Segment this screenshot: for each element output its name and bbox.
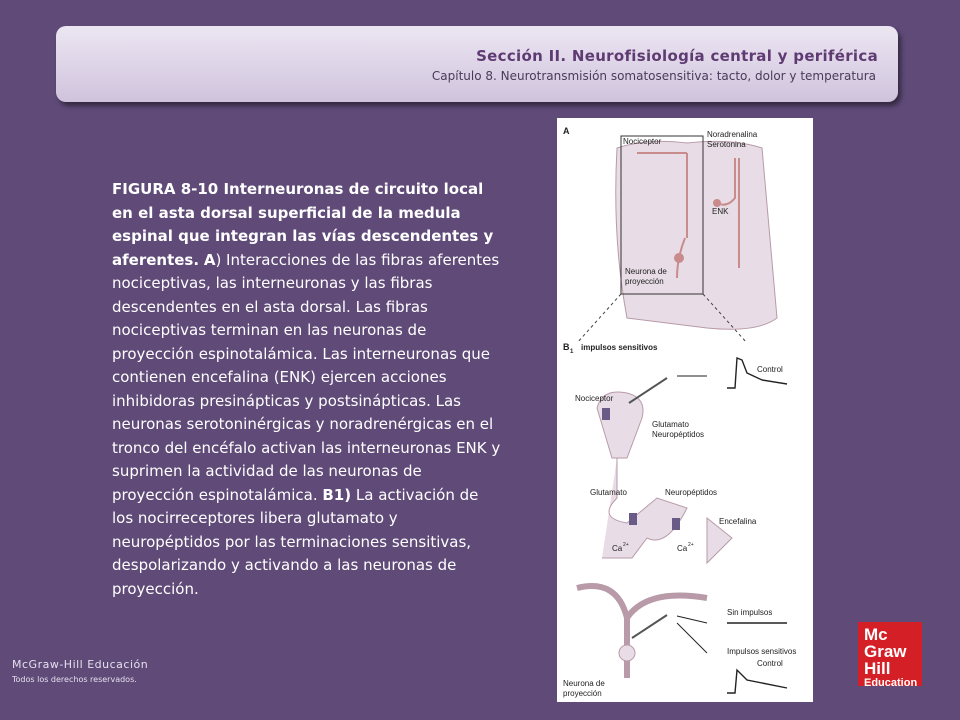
label-encefalina: Encefalina bbox=[719, 517, 757, 526]
label-serotonina: Serotonina bbox=[707, 140, 746, 149]
electrode-2 bbox=[631, 614, 668, 639]
label-neuropeptidos-1: Neuropéptidos bbox=[652, 430, 704, 439]
enk-neuron bbox=[713, 199, 721, 207]
dorsal-horn-tissue bbox=[615, 140, 778, 330]
header-bar bbox=[56, 26, 898, 102]
label-panel-b: B bbox=[563, 342, 570, 352]
caption-a-text: ) Interacciones de las fibras aferentes … bbox=[112, 250, 501, 504]
electrode-1 bbox=[628, 377, 668, 404]
label-neuropeptidos-2: Neuropéptidos bbox=[665, 488, 717, 497]
receptor-3 bbox=[672, 518, 680, 530]
encefalina-neuron bbox=[706, 516, 733, 565]
label-noradrenalina: Noradrenalina bbox=[707, 130, 758, 139]
caption-a-label: A bbox=[203, 250, 216, 269]
mcgraw-hill-logo: Mc Graw Hill Education bbox=[858, 622, 922, 689]
label-ca-sup-right: 2+ bbox=[688, 542, 694, 548]
label-neurona-a-2: proyección bbox=[625, 277, 664, 286]
figure-illustration: A Nociceptor Noradrenalina Serotonina EN… bbox=[557, 118, 813, 702]
label-neurona-b-1: Neurona de bbox=[563, 679, 605, 688]
section-title: Sección II. Neurofisiología central y pe… bbox=[476, 47, 878, 65]
arrow-2 bbox=[676, 615, 708, 624]
label-control-2: Control bbox=[757, 659, 783, 668]
logo-line4: Education bbox=[864, 677, 918, 689]
caption-b-label: B1) bbox=[322, 485, 352, 504]
label-nociceptor-a: Nociceptor bbox=[623, 137, 662, 146]
logo-line1: Mc bbox=[864, 625, 888, 644]
control-trace-2 bbox=[727, 668, 788, 694]
label-glutamato-1: Glutamato bbox=[652, 420, 689, 429]
caption-b-text: La activación de los nocirreceptores lib… bbox=[112, 485, 479, 598]
zoom-line-right bbox=[702, 293, 748, 344]
chapter-title: Capítulo 8. Neurotransmisión somatosensi… bbox=[431, 69, 876, 83]
label-glutamato-2: Glutamato bbox=[590, 488, 627, 497]
control-trace-1 bbox=[727, 356, 788, 389]
zoom-box bbox=[620, 135, 704, 295]
projection-neuron-b bbox=[576, 583, 708, 678]
receptor-2 bbox=[629, 513, 637, 525]
label-panel-b-sub: 1 bbox=[570, 349, 574, 355]
publisher-name: McGraw-Hill Educación bbox=[12, 658, 149, 671]
label-ca-left: Ca bbox=[612, 544, 623, 553]
arrow-3 bbox=[676, 622, 708, 654]
label-impulsos: impulsos sensitivos bbox=[581, 343, 658, 352]
logo-line2: Graw bbox=[864, 642, 907, 661]
logo-line3: Hill bbox=[864, 659, 891, 678]
rights-notice: Todos los derechos reservados. bbox=[12, 675, 137, 684]
label-nociceptor-b: Nociceptor bbox=[575, 394, 614, 403]
label-neurona-a-1: Neurona de bbox=[625, 267, 667, 276]
label-neurona-b-2: proyección bbox=[563, 689, 602, 698]
label-panel-a: A bbox=[563, 126, 570, 136]
label-control-1: Control bbox=[757, 365, 783, 374]
label-ca-sup-left: 2+ bbox=[623, 542, 629, 548]
projection-soma bbox=[618, 644, 636, 662]
label-impulsos-sensitivos: Impulsos sensitivos bbox=[727, 647, 796, 656]
zoom-line-left bbox=[576, 293, 622, 344]
figure-svg: A Nociceptor Noradrenalina Serotonina EN… bbox=[563, 126, 796, 698]
label-ca-right: Ca bbox=[677, 544, 688, 553]
receptor-1 bbox=[602, 408, 610, 420]
figure-caption: FIGURA 8-10 Interneuronas de circuito lo… bbox=[112, 178, 504, 601]
label-sin-impulsos: Sin impulsos bbox=[727, 608, 772, 617]
projection-neuron-a bbox=[674, 253, 684, 263]
caption-title: FIGURA 8-10 Interneuronas de circuito lo… bbox=[112, 180, 494, 269]
synapse-body bbox=[602, 458, 688, 559]
label-enk: ENK bbox=[712, 207, 729, 216]
